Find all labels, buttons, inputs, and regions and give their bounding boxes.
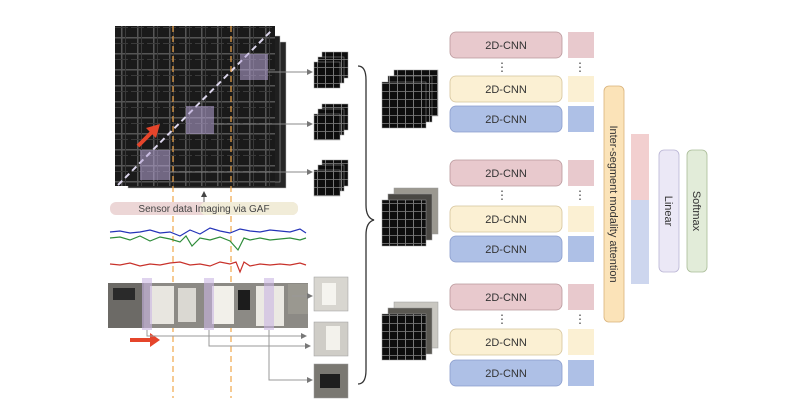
red-arrow-icon [136, 124, 160, 148]
cnn-label: 2D-CNN [485, 84, 527, 96]
video-segment-1 [142, 278, 152, 330]
cnn-block-blue [449, 105, 563, 133]
cnn-block-yellow [449, 328, 563, 356]
cnn-block-pink [449, 283, 563, 311]
feature-blue [568, 236, 594, 262]
video-segment-3 [264, 278, 274, 330]
attention-output-bar-lower [631, 200, 649, 284]
attention-label: Inter-segment modality attention [607, 125, 619, 282]
cnn-block-yellow [449, 205, 563, 233]
cnn-group-1: 2D-CNN ⋮ 2D-CNN 2D-CNN ⋮ [449, 31, 594, 133]
gaf-patch-3 [140, 150, 170, 180]
segment-cube-3 [381, 301, 439, 361]
feature-pink [568, 32, 594, 58]
softmax-label: Softmax [690, 191, 702, 232]
connector-arrow-icon [146, 293, 313, 383]
gaf-caption-bar-right [200, 202, 298, 215]
cnn-block-pink [449, 31, 563, 59]
ellipsis: ⋮ [574, 312, 586, 326]
ellipsis: ⋮ [496, 188, 508, 202]
video-strip [108, 278, 308, 330]
cnn-block-blue [449, 359, 563, 387]
gaf-patch-cubes [313, 51, 349, 197]
ellipsis: ⋮ [574, 60, 586, 74]
gaf-caption: Sensor data Imaging via GAF [138, 204, 269, 215]
feature-yellow [568, 329, 594, 355]
cnn-label: 2D-CNN [485, 292, 527, 304]
gaf-patch-1 [240, 54, 268, 80]
ellipsis: ⋮ [496, 312, 508, 326]
feature-pink [568, 284, 594, 310]
cnn-label: 2D-CNN [485, 214, 527, 226]
cnn-block-blue [449, 235, 563, 263]
sensor-signals [109, 227, 307, 274]
signal-blue [109, 227, 307, 237]
feature-blue [568, 360, 594, 386]
attention-block [603, 85, 625, 323]
feature-yellow [568, 76, 594, 102]
signal-green [109, 235, 307, 252]
video-frame-thumbnails [313, 276, 349, 399]
ellipsis: ⋮ [574, 188, 586, 202]
feature-yellow [568, 206, 594, 232]
cnn-block-yellow [449, 75, 563, 103]
signal-red [109, 261, 307, 274]
segment-cube-1 [381, 69, 439, 129]
cnn-label: 2D-CNN [485, 244, 527, 256]
gaf-image-stack [115, 26, 287, 189]
cnn-label: 2D-CNN [485, 368, 527, 380]
cnn-group-3: 2D-CNN ⋮ 2D-CNN 2D-CNN ⋮ [449, 283, 594, 387]
cnn-label: 2D-CNN [485, 168, 527, 180]
feature-blue [568, 106, 594, 132]
ellipsis: ⋮ [496, 60, 508, 74]
connector-arrow-icon [170, 69, 313, 210]
cnn-label: 2D-CNN [485, 114, 527, 126]
cnn-block-pink [449, 159, 563, 187]
softmax-block [686, 149, 708, 273]
cnn-group-2: 2D-CNN ⋮ 2D-CNN 2D-CNN ⋮ [449, 159, 594, 263]
cnn-label: 2D-CNN [485, 337, 527, 349]
gaf-patch-2 [186, 106, 214, 134]
red-arrow-icon [130, 333, 160, 347]
cnn-label: 2D-CNN [485, 40, 527, 52]
segment-cube-2 [381, 187, 439, 247]
segment-bracket-icon [357, 65, 375, 385]
linear-label: Linear [662, 196, 674, 227]
video-segment-2 [204, 278, 214, 330]
linear-block [658, 149, 680, 273]
feature-pink [568, 160, 594, 186]
